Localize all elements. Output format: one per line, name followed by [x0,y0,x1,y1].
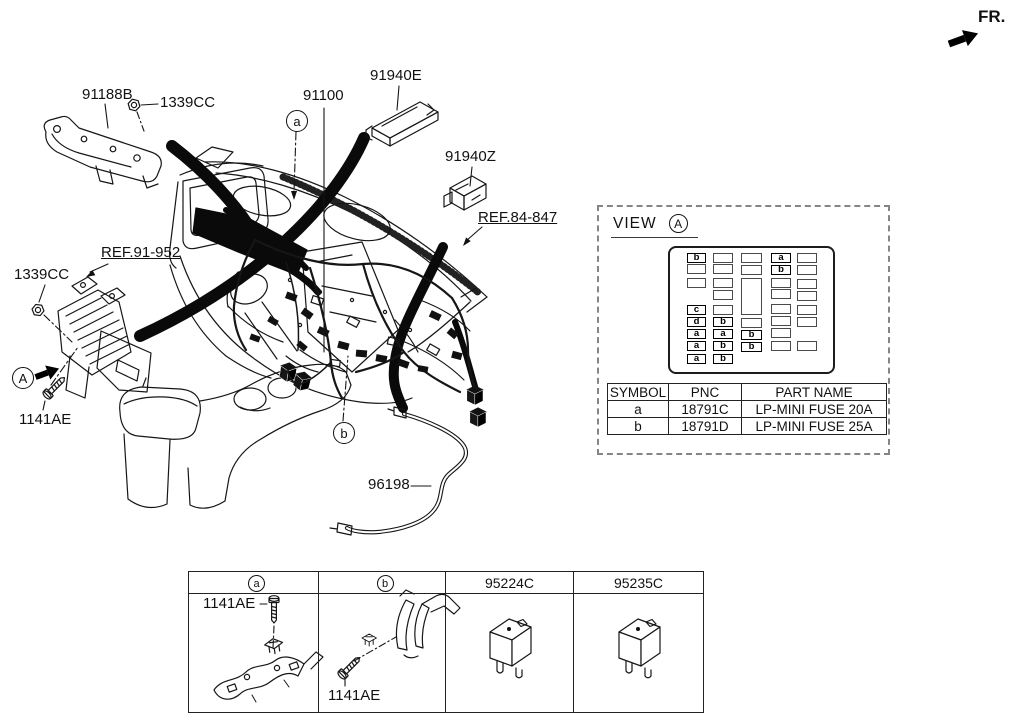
view-a-direction-arrow [34,365,60,380]
leader-lines [38,85,483,487]
fuse-slot [741,278,762,315]
part-label-91940z[interactable]: 91940Z [445,148,496,165]
col-header-pnc: PNC [668,383,742,401]
fuse-slot [771,289,791,299]
part-label-1141ae-left[interactable]: 1141AE [19,411,72,428]
fuse-slot [797,305,817,315]
col-header-95235c[interactable]: 95235C [573,571,704,594]
fuse-slot: b [741,330,762,340]
fuse-slot [713,305,733,315]
fuse-slot: a [687,329,706,339]
view-a-arrow-circle: A [12,367,34,389]
fuse-slot [771,341,791,351]
fuse-slot [797,253,817,263]
col-header-symbol: SYMBOL [607,383,669,401]
fuse-slot: a [687,354,706,364]
fuse-slot [797,341,817,351]
part-label-91188b[interactable]: 91188B [82,86,133,103]
fuse-slot [741,265,762,275]
fuse-slot [797,279,817,289]
parts-table-header-row: a b 95224C 95235C [188,571,704,594]
table-header-row: SYMBOL PNC PART NAME [607,383,887,401]
cell-a-art [188,593,319,713]
antenna-cable-artwork [329,406,468,536]
fuse-slot: b [713,341,733,351]
harness-connectors-artwork [249,277,487,428]
part-label-1141ae-cell-a[interactable]: 1141AE [203,595,256,612]
cell-pnc: 18791C [668,400,742,418]
fuse-slot [687,264,706,274]
col-header-b: b [318,571,446,594]
cell-95235c-art [573,593,704,713]
callout-circle-b: b [333,422,355,444]
fuse-slot: b [771,265,791,275]
fuse-slot: a [687,341,706,351]
part-label-1339cc-top[interactable]: 1339CC [160,94,216,111]
fuse-slot [797,317,817,327]
cowl-bracket-artwork [43,115,162,189]
fr-direction-arrow [947,30,979,48]
fuse-slot: a [713,329,733,339]
fuse-slot [687,278,706,288]
harness-bold-artwork [134,132,480,413]
fuse-slot: b [687,253,706,263]
connector-91940z-artwork [443,175,487,211]
fuse-slot [771,278,791,288]
fuse-slot [741,318,762,328]
fuse-slot [741,253,762,263]
fuse-slot [771,328,791,338]
fuse-slot [713,264,733,274]
fuse-slot: b [741,342,762,352]
part-label-91100[interactable]: 91100 [303,87,344,104]
part-label-1141ae-cell-b[interactable]: 1141AE [328,687,381,704]
ref-link-84-847[interactable]: REF.84-847 [478,209,558,226]
part-label-96198[interactable]: 96198 [368,476,410,493]
callout-circle-a: a [286,110,308,132]
fuse-slot [797,265,817,275]
view-a-title-text: VIEW [613,214,657,232]
table-row: b 18791D LP-MINI FUSE 25A [607,417,887,435]
part-label-91940e[interactable]: 91940E [370,67,422,84]
fuse-slot [797,291,817,301]
parts-table-body-row [188,593,704,713]
fuse-slot: d [687,317,706,327]
cell-part-name: LP-MINI FUSE 20A [741,400,887,418]
fuse-slot [713,253,733,263]
col-header-part-name: PART NAME [741,383,887,401]
col-header-a: a [188,571,319,594]
fuse-slot: b [713,317,733,327]
hardware-parts-table: a b 95224C 95235C [188,571,704,713]
cell-b-art [318,593,446,713]
cell-symbol: b [607,417,669,435]
view-a-title-circle: A [668,214,688,233]
center-console-artwork [119,361,352,509]
cell-pnc: 18791D [668,417,742,435]
fuse-slot: c [687,305,706,315]
fuse-slot [771,316,791,326]
harness-runs-artwork [232,238,479,400]
cell-95224c-art [445,593,574,713]
fuse-slot: a [771,253,791,263]
fuse-slot [713,290,733,300]
fr-label: FR. [978,7,1006,26]
table-row: a 18791C LP-MINI FUSE 20A [607,400,887,418]
circle-a-header: a [248,575,265,592]
fuse-slot: b [713,354,733,364]
ecu-module-artwork [57,276,152,399]
connector-91940e-artwork [365,101,439,147]
part-label-1339cc-left[interactable]: 1339CC [14,266,70,283]
ref-link-91-952[interactable]: REF.91-952 [101,244,181,261]
col-header-95224c[interactable]: 95224C [445,571,574,594]
cell-part-name: LP-MINI FUSE 25A [741,417,887,435]
fuse-symbol-table: SYMBOL PNC PART NAME a 18791C LP-MINI FU… [607,383,887,435]
fuse-slot [771,304,791,314]
fuse-slot [713,278,733,288]
view-a-title: VIEW A [611,214,698,238]
cell-symbol: a [607,400,669,418]
circle-b-header: b [376,575,394,592]
